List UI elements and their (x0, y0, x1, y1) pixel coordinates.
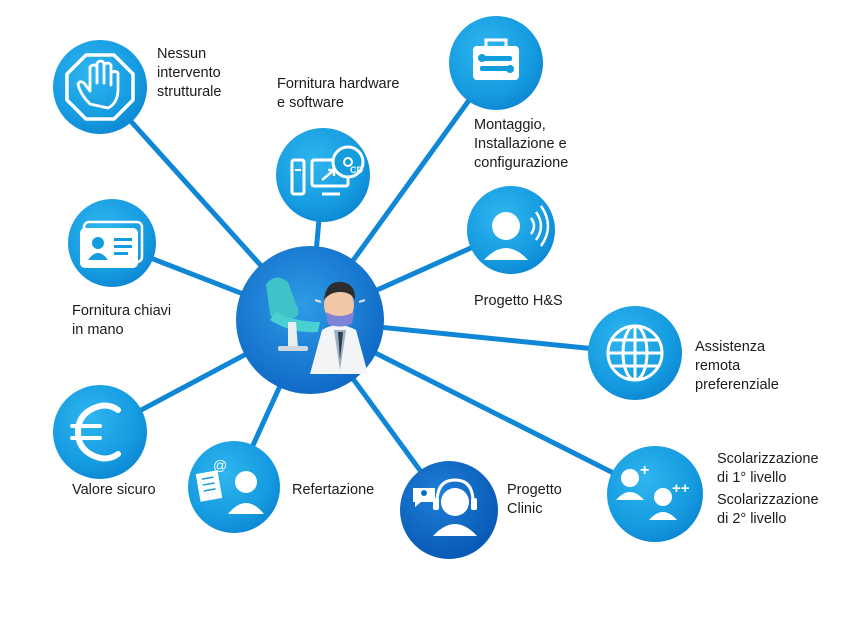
node-scolarizzazione: + ++ (607, 446, 703, 542)
euro-icon (70, 402, 121, 462)
label-line: remota (695, 358, 741, 374)
svg-text:+: + (640, 462, 649, 479)
label-scolarizzazione: Scolarizzazione di 1° livello Scolarizza… (717, 450, 819, 529)
label-line: Progetto H&S (474, 293, 563, 309)
node-nessun-intervento (53, 40, 147, 134)
email-document-person-icon: @ (195, 457, 264, 514)
label-fornitura-hw-sw: Fornitura hardware e software (277, 75, 400, 113)
globe-icon (606, 324, 664, 382)
dentist-chair-doctor-icon (266, 277, 368, 374)
node-progetto-clinic (400, 461, 498, 559)
svg-text:@: @ (213, 457, 227, 473)
node-montaggio (449, 16, 543, 110)
label-refertazione: Refertazione (292, 481, 374, 500)
label-line: Valore sicuro (72, 482, 156, 498)
label-line: intervento (157, 65, 221, 81)
id-cards-icon (80, 220, 144, 268)
label-assistenza: Assistenza remota preferenziale (695, 338, 779, 395)
label-montaggio: Montaggio, Installazione e configurazion… (474, 116, 568, 173)
label-line: preferenziale (695, 377, 779, 393)
headset-operator-icon (413, 478, 477, 536)
label-line: in mano (72, 322, 124, 338)
label-line: Refertazione (292, 482, 375, 498)
svg-text:CD: CD (350, 165, 363, 175)
label-line: Nessun (157, 46, 207, 62)
label-line: Scolarizzazione (717, 451, 819, 467)
label-line: Clinic (507, 501, 543, 517)
stop-hand-icon (65, 53, 135, 121)
label-nessun-intervento: Nessun intervento strutturale (157, 45, 221, 102)
label-line: Installazione e (474, 136, 567, 152)
label-line: Fornitura chiavi (72, 303, 172, 319)
label-line: strutturale (157, 84, 222, 100)
computer-cd-icon: CD (290, 145, 365, 196)
users-plus-icon: + ++ (616, 462, 690, 520)
center-hub (236, 246, 384, 394)
label-line: Scolarizzazione (717, 492, 819, 508)
svg-text:++: ++ (672, 480, 690, 497)
node-assistenza (588, 306, 682, 400)
label-progetto-hs: Progetto H&S (474, 292, 563, 311)
label-line: Assistenza (695, 339, 766, 355)
node-progetto-hs (467, 186, 555, 274)
node-refertazione: @ (188, 441, 280, 533)
label-line: e software (277, 95, 344, 111)
node-valore-sicuro (53, 385, 147, 479)
label-progetto-clinic: Progetto Clinic (507, 481, 562, 519)
node-fornitura-chiavi (68, 199, 156, 287)
person-sound-icon (484, 205, 550, 260)
label-line: configurazione (474, 155, 569, 171)
connector-lines (97, 60, 658, 513)
label-line: di 2° livello (717, 511, 787, 527)
label-line: Fornitura hardware (277, 76, 400, 92)
label-line: Progetto (507, 482, 562, 498)
label-valore-sicuro: Valore sicuro (72, 481, 156, 500)
node-fornitura-hw-sw: CD (276, 128, 370, 222)
toolbox-icon (473, 38, 519, 80)
label-line: di 1° livello (717, 470, 787, 486)
label-line: Montaggio, (474, 117, 546, 133)
label-fornitura-chiavi: Fornitura chiavi in mano (72, 302, 171, 340)
